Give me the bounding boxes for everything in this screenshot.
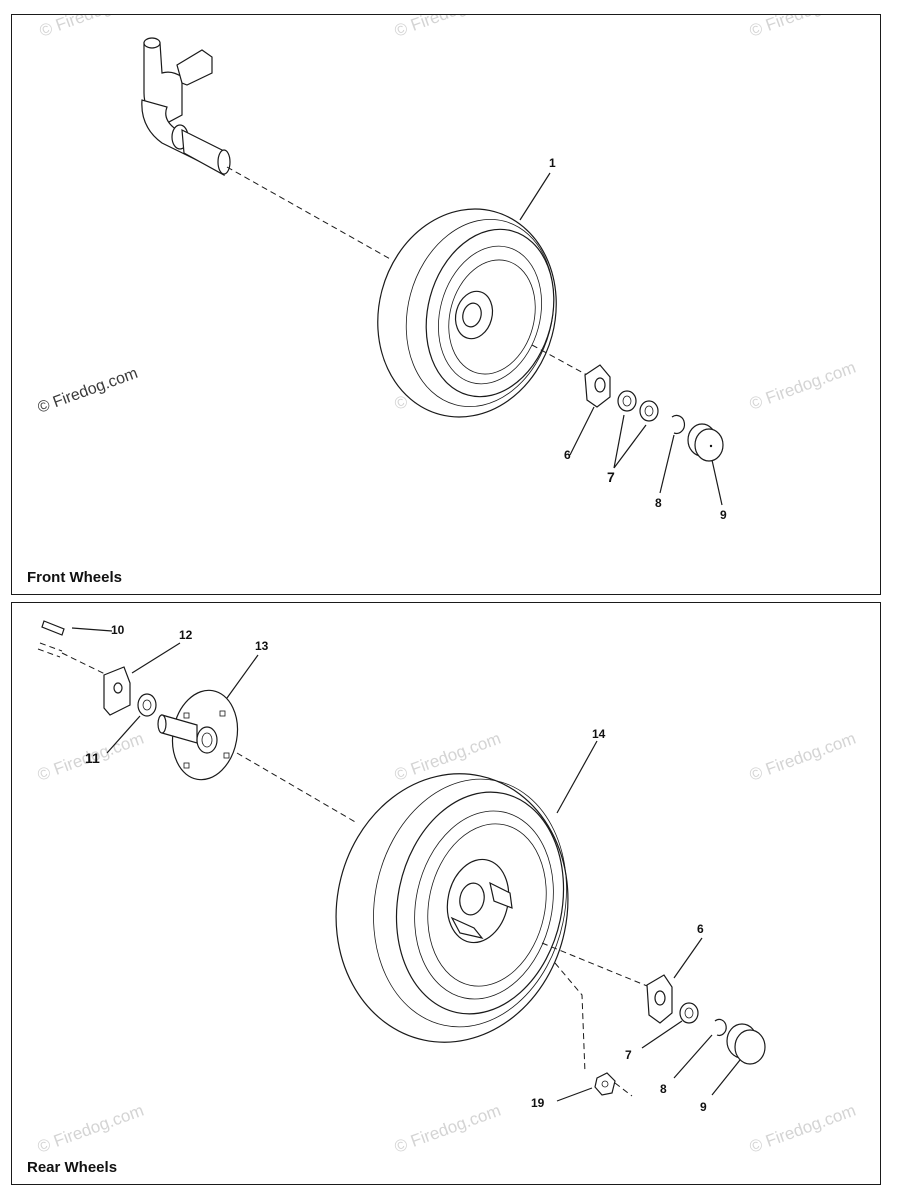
- watermark-front-2: © Firedog.com: [392, 15, 503, 41]
- callout-8: 8: [655, 496, 662, 510]
- front-wheel: [377, 208, 557, 418]
- watermark-front-3: © Firedog.com: [747, 15, 858, 41]
- front-wheels-title: Front Wheels: [27, 569, 123, 586]
- rear-part-10-pin: [37, 620, 65, 658]
- callout-14: 14: [592, 727, 606, 741]
- front-part-7-washer-a: [617, 390, 637, 412]
- front-part-9-cap: [687, 423, 724, 462]
- front-part-7-washer-b: [639, 400, 659, 422]
- rear-wheels-title: Rear Wheels: [27, 1159, 118, 1176]
- front-wheels-panel: © Firedog.com © Firedog.com © Firedog.co…: [11, 14, 881, 595]
- nut-line: [554, 962, 586, 1074]
- watermark-front-5: © Firedog.com: [747, 358, 858, 414]
- rear-part-8-clip: [714, 1018, 727, 1036]
- callout-11: 11: [85, 750, 100, 766]
- axle-line-rear: [236, 752, 358, 824]
- callout-19: 19: [531, 1096, 545, 1110]
- rear-wheels-panel: © Firedog.com © Firedog.com © Firedog.co…: [11, 602, 881, 1185]
- axle-line-front: [226, 166, 393, 261]
- watermark-rear-3: © Firedog.com: [747, 729, 858, 785]
- watermark-front-1: © Firedog.com: [37, 15, 148, 41]
- watermark-front-main: © Firedog.com: [36, 365, 141, 417]
- rear-wheels-diagram: © Firedog.com © Firedog.com © Firedog.co…: [35, 620, 858, 1157]
- callout-rear-8: 8: [660, 1082, 667, 1096]
- rear-part-11-washer: [137, 693, 157, 717]
- watermark-rear-6: © Firedog.com: [747, 1101, 858, 1157]
- callout-7: 7: [607, 469, 615, 485]
- front-part-8-clip: [671, 414, 686, 435]
- pin-line: [61, 652, 108, 676]
- callout-12: 12: [179, 628, 193, 642]
- callout-1: 1: [549, 156, 556, 170]
- callout-10: 10: [111, 623, 125, 637]
- rear-part-19-nut: [594, 1072, 616, 1096]
- watermark-rear-5: © Firedog.com: [392, 1101, 503, 1157]
- front-wheels-diagram: © Firedog.com © Firedog.com © Firedog.co…: [36, 15, 859, 522]
- rear-part-9-cap: [726, 1023, 766, 1065]
- watermark-rear-4: © Firedog.com: [35, 1101, 146, 1157]
- front-part-6-hole: [594, 377, 606, 393]
- axle-line-front-2: [531, 344, 588, 376]
- callout-6: 6: [564, 448, 571, 462]
- callout-rear-7: 7: [625, 1048, 632, 1062]
- callout-rear-6: 6: [697, 922, 704, 936]
- spindle-bracket: [141, 37, 231, 177]
- rear-wheel: [335, 773, 569, 1043]
- callout-13: 13: [255, 639, 269, 653]
- rear-part-13-hub: [157, 689, 239, 781]
- callout-9: 9: [720, 508, 727, 522]
- callout-rear-9: 9: [700, 1100, 707, 1114]
- rear-part-7-washer: [679, 1002, 699, 1024]
